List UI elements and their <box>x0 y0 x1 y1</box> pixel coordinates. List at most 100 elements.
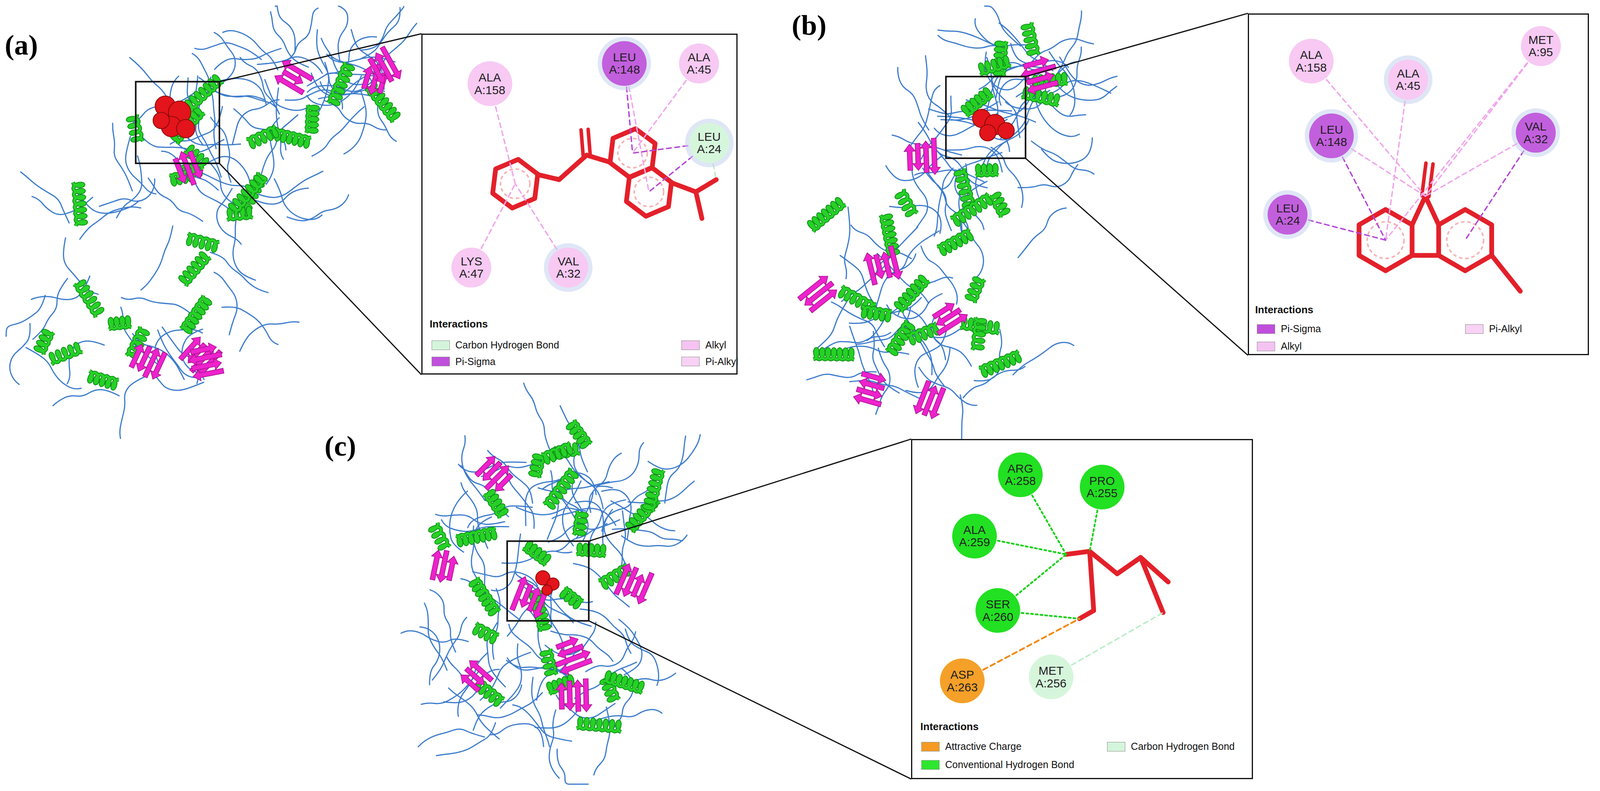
helix-shadow <box>603 671 643 693</box>
residue-circle: LEU A:24 <box>689 122 730 163</box>
beta-strand <box>936 313 968 336</box>
helix-shadow <box>975 164 999 176</box>
helix-shadow <box>541 442 572 463</box>
interaction-line <box>632 80 687 153</box>
double-bond <box>581 130 584 156</box>
coil <box>119 376 145 439</box>
coil <box>99 179 155 207</box>
beta-strand <box>1023 56 1049 69</box>
coil <box>222 306 279 345</box>
coil <box>121 297 190 313</box>
helix <box>896 188 918 216</box>
helix-shadow <box>1022 22 1040 55</box>
coil <box>491 533 521 591</box>
coil <box>79 206 141 240</box>
interaction-line <box>1071 612 1164 665</box>
residue-label: SER A:260 <box>982 597 1014 623</box>
interaction-lines <box>1308 62 1528 240</box>
beta-strand <box>173 157 188 184</box>
aromatic-ring <box>1438 209 1492 271</box>
zoom-leader <box>219 33 422 82</box>
helix-shadow <box>50 343 83 365</box>
helix-shadow <box>979 350 1021 376</box>
coil <box>922 167 951 231</box>
coil <box>214 272 238 335</box>
helix-shadow <box>541 648 557 674</box>
interaction-line <box>1385 62 1528 240</box>
helix <box>989 193 1009 218</box>
residue-circle: VAL A:32 <box>1515 112 1556 153</box>
coil <box>975 140 1008 199</box>
bond <box>559 154 587 180</box>
legend-item: Pi-Alkyl <box>1465 323 1522 335</box>
helix-shadow <box>108 316 132 330</box>
bond <box>537 174 559 180</box>
bond <box>696 179 717 192</box>
legend-text: Attractive Charge <box>945 740 1022 752</box>
helix <box>955 168 975 206</box>
helix <box>35 330 54 355</box>
helix-shadow <box>955 168 975 206</box>
interaction-line <box>515 183 557 250</box>
legend-heading: Interactions <box>920 720 979 733</box>
coil <box>210 87 277 110</box>
coil <box>52 389 119 406</box>
helix-shadow <box>188 233 220 251</box>
interaction-line <box>632 145 689 154</box>
coil <box>523 383 550 450</box>
zoom-box <box>507 438 912 779</box>
interaction-line <box>1465 150 1524 240</box>
helix-shadow <box>906 322 938 344</box>
helix-shadow <box>896 188 918 216</box>
coil <box>471 516 492 579</box>
residue-label: MET A:256 <box>1035 664 1067 689</box>
legend-item: Alkyl <box>1256 340 1302 352</box>
helix <box>972 316 986 350</box>
residue-label: ALA A:45 <box>1396 67 1421 93</box>
beta-strand <box>888 245 903 280</box>
helix <box>1021 88 1059 106</box>
bond <box>1491 254 1521 291</box>
bond <box>1117 557 1141 574</box>
beta-strand <box>920 140 932 173</box>
panel-label: (a) <box>4 30 38 60</box>
coil <box>141 226 173 291</box>
bond <box>1066 550 1090 555</box>
aromatic-ring <box>626 167 672 217</box>
legend-text: Pi-Alkyl <box>1488 323 1522 335</box>
helix-shadow <box>937 228 972 254</box>
helix-shadow <box>73 281 103 318</box>
protein-ribbon <box>797 6 1117 468</box>
interaction-line <box>1021 612 1080 619</box>
helix-shadow <box>530 454 545 478</box>
coil <box>844 207 850 279</box>
bond <box>696 191 702 219</box>
beta-strand <box>853 392 882 407</box>
beta-strand <box>190 342 217 355</box>
helix-shadow <box>522 541 550 566</box>
coil <box>984 6 1021 47</box>
bond <box>1412 252 1439 258</box>
beta-strand <box>903 144 916 171</box>
helix <box>108 316 132 330</box>
interaction-line <box>1089 510 1098 551</box>
helix <box>644 469 665 512</box>
helix-shadow <box>73 182 87 227</box>
helix-shadow <box>328 62 354 104</box>
helix <box>543 467 577 508</box>
legend-text: Carbon Hydrogen Bond <box>455 339 560 351</box>
residue-circle: LEU A:148 <box>601 41 647 86</box>
helix <box>474 622 500 642</box>
coil <box>850 224 912 259</box>
helix <box>470 576 500 614</box>
legend-swatch <box>681 356 700 367</box>
coil <box>424 602 448 670</box>
helix <box>246 125 278 148</box>
helix <box>188 233 220 251</box>
zoom-rect <box>945 76 1026 159</box>
ligand-sphere <box>979 124 996 141</box>
beta-strand <box>555 635 579 650</box>
residue-circle: ALA A:259 <box>952 513 997 559</box>
helix <box>1022 22 1040 55</box>
coil <box>1031 141 1095 174</box>
